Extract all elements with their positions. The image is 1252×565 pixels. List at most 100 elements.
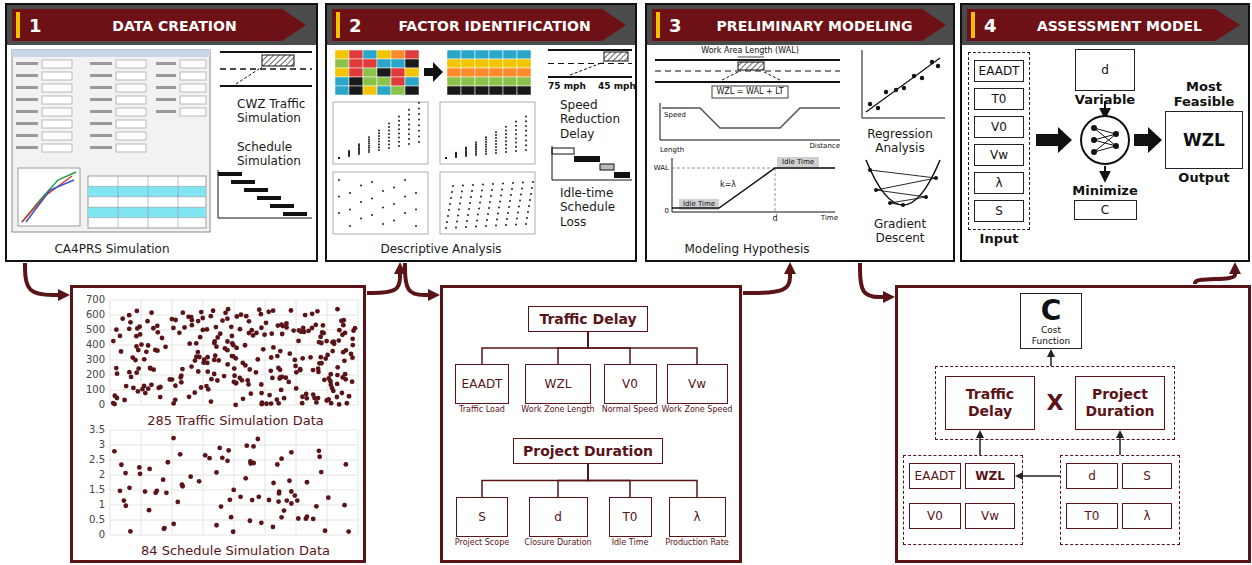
data-dot (127, 485, 132, 490)
road-edge (655, 59, 840, 61)
form-field (116, 72, 146, 80)
plot-dot (876, 106, 880, 110)
data-dot (243, 476, 248, 481)
plot-dot (525, 125, 527, 127)
data-dot (342, 503, 347, 508)
data-dot (199, 310, 204, 315)
annotation: Idle Time (782, 158, 814, 166)
box-label: S (995, 204, 1003, 218)
box-label: EAADT (462, 377, 503, 391)
plot-dot (388, 130, 390, 132)
sorted-cell (503, 59, 517, 68)
data-dot (346, 529, 351, 534)
plot-dot (378, 149, 380, 151)
road-edge (220, 51, 312, 53)
data-cell (377, 86, 391, 95)
table-rule (178, 176, 179, 228)
data-dot (118, 333, 123, 338)
data-dot (256, 494, 261, 499)
plot-dot (894, 88, 898, 92)
data-dot (261, 347, 266, 352)
data-dot (279, 456, 284, 461)
plot-dot (449, 203, 451, 205)
data-dot (171, 436, 176, 441)
plot-dot (508, 206, 510, 208)
box-label: T0 (992, 92, 1007, 106)
plot-dot (388, 144, 390, 146)
plot-dot (924, 195, 928, 199)
data-cell (335, 86, 349, 95)
data-dot (231, 379, 236, 384)
data-dot (244, 314, 249, 319)
box-label: λ (693, 510, 700, 524)
plot-dot (487, 213, 489, 215)
input-box: Vw (974, 144, 1024, 166)
data-dot (350, 336, 355, 341)
input-group: EAADTT0V0VwλSInput (968, 52, 1030, 230)
sorted-cell (475, 59, 489, 68)
data-dot (296, 339, 301, 344)
data-dot (158, 395, 163, 400)
data-dot (194, 341, 199, 346)
data-dot (222, 374, 227, 379)
form-label (90, 98, 112, 101)
plot-dot (338, 157, 340, 159)
data-dot (305, 514, 310, 519)
data-dot (220, 318, 225, 323)
data-dot (144, 349, 149, 354)
box-label: V0 (622, 377, 638, 391)
data-dot (180, 367, 185, 372)
data-dot (276, 499, 281, 504)
plot-dot (520, 194, 522, 196)
sorted-cell (475, 86, 489, 95)
box-label: C (1101, 203, 1109, 217)
caption: Modeling Hypothesis (647, 242, 847, 256)
plot-dot (515, 142, 517, 144)
dimension-line (738, 57, 764, 58)
plot-dot (509, 200, 511, 202)
form-label (90, 86, 112, 89)
grid-line (110, 300, 111, 405)
data-dot (269, 355, 274, 360)
cost-curve (866, 160, 940, 205)
data-dot (259, 382, 264, 387)
caption: FACTOR IDENTIFICATION (372, 18, 617, 35)
data-dot (225, 458, 230, 463)
plot-dot (475, 152, 477, 154)
data-dot (223, 310, 228, 315)
data-dot (173, 318, 178, 323)
idle-box (777, 157, 819, 168)
plot-dot (338, 157, 340, 159)
plot-dot (525, 115, 527, 117)
tree-line (588, 464, 697, 497)
plot-dot (505, 224, 507, 226)
form-label (16, 62, 38, 65)
data-dot (270, 375, 275, 380)
plot-dot (445, 157, 447, 159)
plot-dot (408, 119, 410, 121)
form-label (90, 74, 112, 77)
data-dot (182, 325, 187, 330)
sorted-cell (475, 50, 489, 59)
plot-dot (445, 157, 447, 159)
plot-dot (475, 147, 477, 149)
header-band (7, 5, 316, 45)
plot-dot (475, 149, 477, 151)
plot-dot (457, 215, 459, 217)
data-cell (405, 77, 419, 86)
data-cell (377, 59, 391, 68)
data-dot (227, 497, 232, 502)
plot-dot (468, 208, 470, 210)
form-label (156, 62, 176, 65)
plot-dot (491, 189, 493, 191)
sorted-cell (461, 77, 475, 86)
axis (862, 50, 863, 118)
box-label: WZL (545, 377, 572, 391)
data-dot (197, 355, 202, 360)
plot-dot (371, 181, 373, 183)
data-dot (178, 375, 183, 380)
data-dot (289, 308, 294, 313)
axis (672, 158, 673, 212)
input-box: T0 (974, 88, 1024, 110)
data-cell (405, 59, 419, 68)
